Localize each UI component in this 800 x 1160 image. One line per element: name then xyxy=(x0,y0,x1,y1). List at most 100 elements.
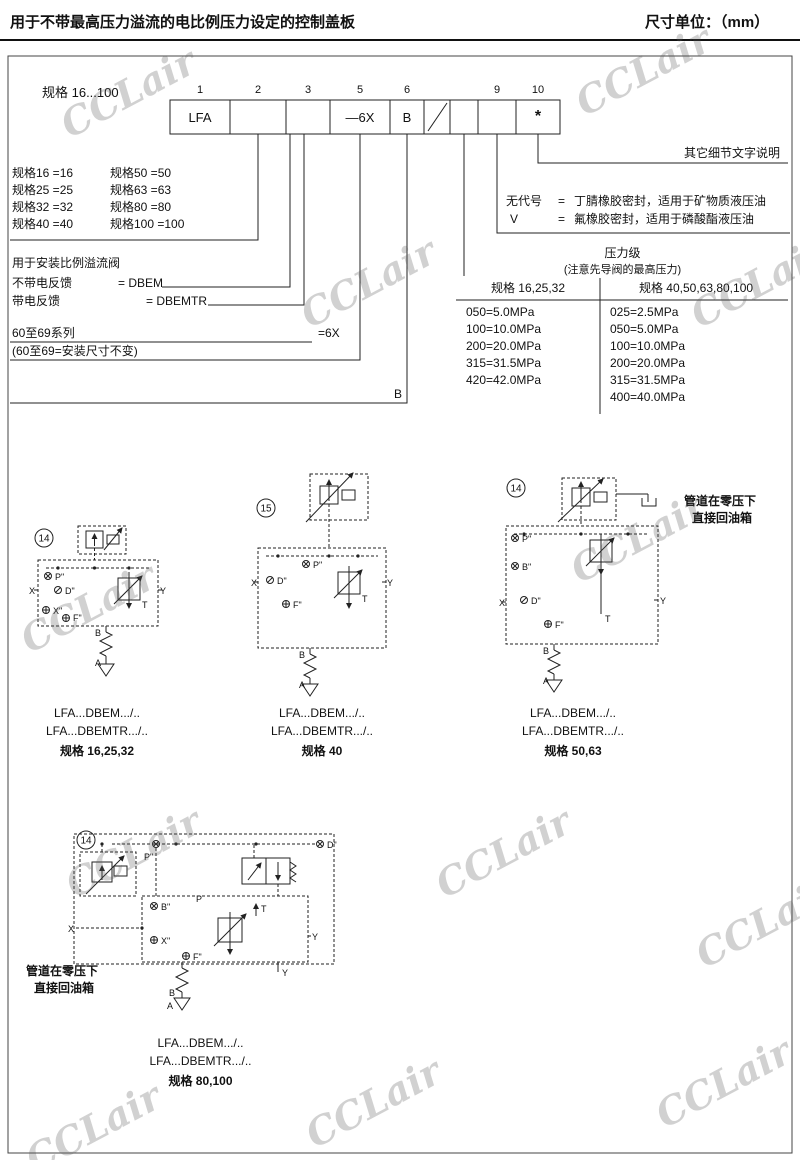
zero-pressure-note-line1: 管道在零压下 xyxy=(684,494,757,508)
feedback-no-code: = DBEM xyxy=(118,276,164,290)
port-label-b: B xyxy=(95,628,101,638)
spring-and-tank-symbol xyxy=(97,626,115,677)
port-label-p2: P" xyxy=(55,572,64,582)
seal-eq: = xyxy=(558,212,566,226)
port-label-a: A xyxy=(299,680,305,690)
code-position-number: 1 xyxy=(196,84,204,96)
port-label-f2: F" xyxy=(293,600,302,610)
circled-number: 15 xyxy=(256,498,276,518)
size-item: 规格80 =80 xyxy=(110,200,172,214)
diagram-3-model-line2: LFA...DBEMTR.../.. xyxy=(521,724,625,738)
port-label-p2: P" xyxy=(522,534,531,544)
circled-number: 14 xyxy=(506,478,526,498)
diagram-3-size-caption: 规格 50,63 xyxy=(544,744,602,758)
pilot-valve-symbol xyxy=(79,851,137,897)
size-item: 规格32 =32 xyxy=(12,200,74,214)
port-label-d2: D" xyxy=(327,840,337,850)
pressure-col1-header: 规格 16,25,32 xyxy=(490,281,566,295)
unit-label: 尺寸单位：（mm） xyxy=(645,14,770,31)
diagram-4-model-line2: LFA...DBEMTR.../.. xyxy=(149,1054,252,1068)
port-label-y-bottom: Y xyxy=(282,968,288,978)
size-item: 规格40 =40 xyxy=(12,217,74,231)
port-label-a: A xyxy=(543,676,549,686)
spring-and-tank-symbol xyxy=(545,644,563,693)
port-label-b: B xyxy=(543,646,549,656)
seal-eq: = xyxy=(558,194,566,208)
pressure-value: 400=40.0MPa xyxy=(610,390,686,404)
code-cell-star: * xyxy=(534,108,542,125)
port-label-d2: D" xyxy=(531,596,541,606)
measure-port-icon xyxy=(152,840,160,848)
relief-valve-symbol xyxy=(333,566,363,609)
valve-body-outline xyxy=(37,559,159,627)
spring-and-tank-symbol xyxy=(173,962,191,1011)
code-position-number: 10 xyxy=(531,84,545,96)
port-label-x: X xyxy=(29,586,35,596)
spec-range-label: 规格 16...100 xyxy=(42,85,119,100)
port-label-b2: B" xyxy=(522,562,531,572)
port-label-a: A xyxy=(95,658,101,668)
diagram-1-model-line1: LFA...DBEM.../.. xyxy=(53,706,141,720)
port-label-p2: P" xyxy=(313,560,322,570)
circled-number: 14 xyxy=(76,830,96,850)
port-label-y: Y xyxy=(387,578,393,588)
diagram-2-size-caption: 规格 40 xyxy=(301,744,343,758)
port-label-p: P xyxy=(196,894,202,904)
diagram-3-model-line1: LFA...DBEM.../.. xyxy=(529,706,617,720)
assembly-outline xyxy=(73,833,335,965)
pressure-value: 025=2.5MPa xyxy=(610,305,679,319)
feedback-title: 用于安装比例溢流阀 xyxy=(12,256,121,270)
port-label-y: Y xyxy=(660,596,666,606)
code-position-number: 5 xyxy=(356,84,364,96)
port-label-f2: F" xyxy=(73,613,82,623)
port-label-t: T xyxy=(362,594,368,604)
port-label-f2: F" xyxy=(193,952,202,962)
plug-port-icon xyxy=(544,620,552,628)
svg-text:15: 15 xyxy=(260,504,272,515)
pressure-value: 200=20.0MPa xyxy=(466,339,542,353)
diagram-2-schematic: 15 P" D" F" T xyxy=(251,472,393,697)
feedback-yes-code: = DBEMTR xyxy=(146,294,208,308)
code-cell-lfa: LFA xyxy=(188,109,212,125)
feedback-yes-label: 带电反馈 xyxy=(12,294,61,308)
pressure-value: 050=5.0MPa xyxy=(610,322,679,336)
internal-connections xyxy=(266,554,378,558)
port-label-a: A xyxy=(167,1001,173,1011)
measure-port-icon xyxy=(511,562,519,570)
diagram-4-schematic: 14 P" xyxy=(68,830,337,1011)
b-code-label: B xyxy=(394,387,403,401)
port-label-b: B xyxy=(169,988,175,998)
orifice-icon xyxy=(266,576,274,584)
diagram-2-model-line1: LFA...DBEM.../.. xyxy=(278,706,366,720)
diagram-1-model-line2: LFA...DBEMTR.../.. xyxy=(45,724,149,738)
port-label-x2: X" xyxy=(161,936,170,946)
relief-valve-symbol xyxy=(113,572,143,609)
page-title: 用于不带最高压力溢流的电比例压力设定的控制盖板 xyxy=(10,14,356,31)
seal-desc-nbr: 丁腈橡胶密封，适用于矿物质液压油 xyxy=(574,194,767,208)
internal-connections xyxy=(514,532,648,536)
svg-text:14: 14 xyxy=(38,534,50,545)
plug-port-icon xyxy=(182,952,190,960)
seal-code-none: 无代号 xyxy=(506,194,543,208)
measure-port-icon xyxy=(150,902,158,910)
size-item: 规格100 =100 xyxy=(110,217,185,231)
internal-connections xyxy=(46,566,150,570)
measure-port-icon xyxy=(316,840,324,848)
circled-number: 14 xyxy=(34,528,54,548)
zero-pressure-note-line1: 管道在零压下 xyxy=(26,964,99,978)
zero-pressure-note-line2: 直接回油箱 xyxy=(692,511,753,525)
port-label-x: X xyxy=(499,598,505,608)
code-cell-series: —6X xyxy=(345,109,375,125)
pressure-value: 420=42.0MPa xyxy=(466,373,542,387)
diagram-4-size-caption: 规格 80,100 xyxy=(168,1074,233,1088)
seal-desc-fkm: 氟橡胶密封，适用于磷酸酯液压油 xyxy=(574,212,755,226)
size-item: 规格50 =50 xyxy=(110,166,172,180)
diagram-1-size-caption: 规格 16,25,32 xyxy=(59,744,135,758)
pressure-value: 315=31.5MPa xyxy=(610,373,686,387)
pressure-value: 200=20.0MPa xyxy=(610,356,686,370)
relief-valve-symbol xyxy=(585,534,615,614)
plug-port-icon xyxy=(62,614,70,622)
other-details-note: 其它细节文字说明 xyxy=(684,146,781,160)
